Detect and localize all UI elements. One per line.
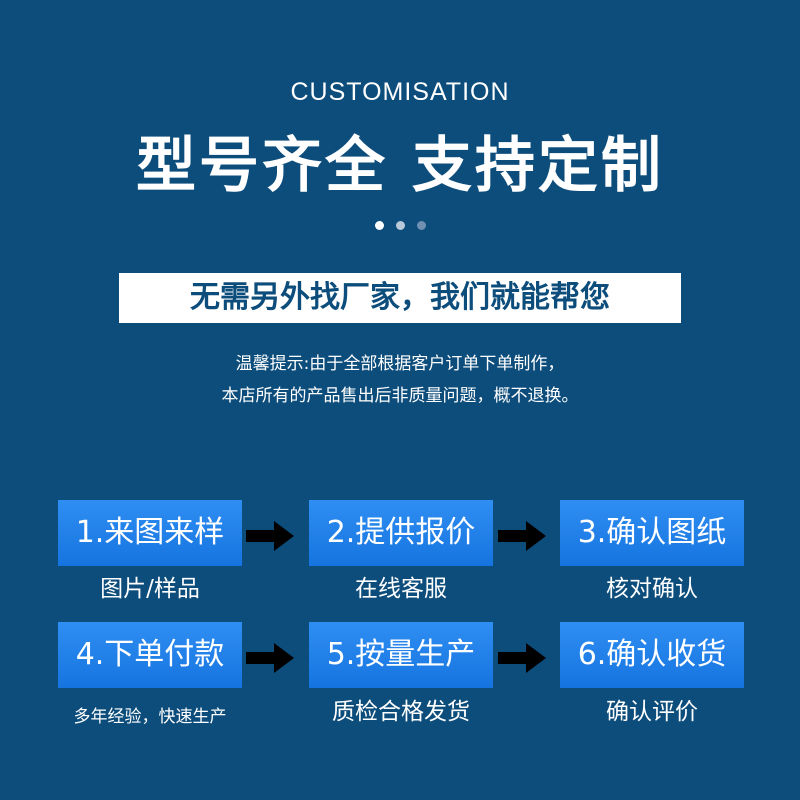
- step-4-box: 4.下单付款: [58, 622, 242, 688]
- promo-banner: 无需另外找厂家，我们就能帮您: [119, 273, 681, 323]
- arrow-right-icon: [498, 521, 546, 551]
- page-title: 型号齐全 支持定制: [136, 131, 664, 201]
- step-4-caption: 多年经验，快速生产: [73, 707, 227, 727]
- notice-line-1: 温馨提示:由于全部根据客户订单下单制作，: [235, 354, 565, 374]
- step-5-box: 5.按量生产: [309, 622, 493, 688]
- step-3-caption: 核对确认: [606, 576, 698, 602]
- arrow-right-icon: [246, 521, 294, 551]
- pagination-dots: [0, 221, 800, 231]
- step-2-caption: 在线客服: [355, 576, 447, 602]
- notice-line-2: 本店所有的产品售出后非质量问题，概不退换。: [221, 386, 579, 406]
- subtitle-en: CUSTOMISATION: [290, 78, 510, 106]
- dot-2: [395, 221, 405, 230]
- step-1-box: 1.来图来样: [58, 500, 242, 566]
- step-6-box: 6.确认收货: [560, 622, 744, 688]
- step-5-caption: 质检合格发货: [332, 699, 470, 725]
- arrow-right-icon: [246, 643, 294, 673]
- arrow-right-icon: [498, 643, 546, 673]
- dot-3: [416, 221, 426, 230]
- dot-1: [374, 221, 384, 230]
- step-2-box: 2.提供报价: [309, 500, 493, 566]
- step-3-box: 3.确认图纸: [560, 500, 744, 566]
- step-6-caption: 确认评价: [606, 699, 698, 725]
- step-1-caption: 图片/样品: [100, 576, 200, 602]
